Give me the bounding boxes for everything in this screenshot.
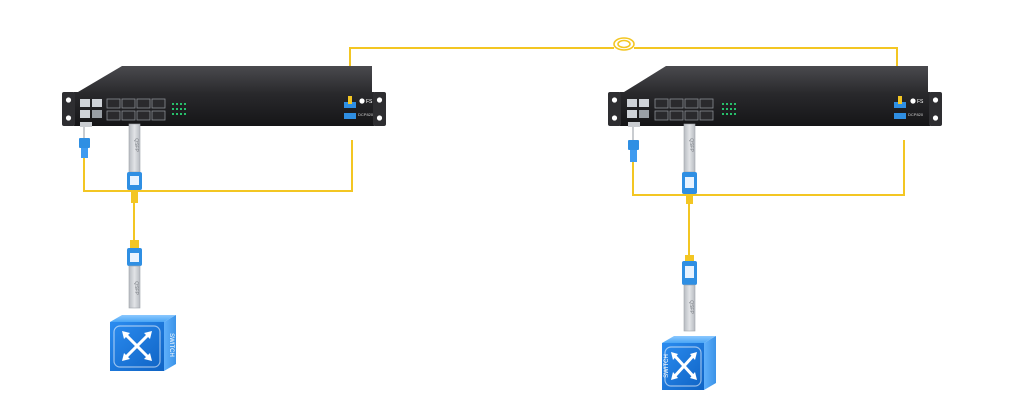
- qsfp-module-right-upper: QSFP: [682, 123, 697, 204]
- rack-ear-left: [608, 92, 621, 126]
- rack-ear-right: [373, 92, 386, 126]
- chassis-top: [624, 66, 928, 92]
- rack-ear-right: [929, 92, 942, 126]
- rj45-ports: [80, 99, 102, 118]
- qsfp-module-right-lower: QSFP: [682, 255, 697, 332]
- chassis-top: [78, 66, 372, 92]
- brand-logo-icon: [910, 98, 916, 104]
- fiber-link-right-loop: [632, 140, 905, 196]
- optical-ports-right: [344, 96, 356, 119]
- model-label: DCP820: [908, 112, 924, 117]
- status-leds: [172, 103, 186, 115]
- brand-label: FS: [917, 99, 924, 105]
- chassis-front: [620, 92, 930, 126]
- brand-logo-icon: [359, 98, 365, 104]
- qsfp-module-left-lower: QSFP: [127, 240, 142, 309]
- rack-ear-left: [62, 92, 75, 126]
- qsfp-port-cages: [654, 98, 714, 121]
- module-label: QSFP: [133, 138, 139, 152]
- network-switch-icon: SWITCH: [662, 336, 716, 390]
- switch-label: SWITCH: [168, 333, 174, 357]
- status-leds: [722, 103, 736, 115]
- lc-connector-right-a: [628, 122, 640, 162]
- rack-device-left: FS DCP820: [62, 66, 386, 126]
- qsfp-module-left-upper: QSFP: [127, 123, 142, 203]
- optical-ports-right: [894, 96, 906, 119]
- network-switch-icon: SWITCH: [110, 315, 176, 371]
- rack-device-right: FS DCP820: [608, 66, 942, 126]
- qsfp-port-cages: [106, 98, 166, 121]
- brand-label: FS: [366, 99, 373, 105]
- model-label: DCP820: [358, 112, 374, 117]
- fiber-link-left-loop: [83, 140, 353, 192]
- rj45-ports: [627, 99, 649, 118]
- module-label: QSFP: [688, 138, 694, 152]
- module-label: QSFP: [688, 300, 694, 314]
- lc-connector-left-a: [79, 122, 92, 158]
- chassis-front: [74, 92, 374, 126]
- module-label: QSFP: [133, 281, 139, 295]
- fiber-spool-icon: [613, 37, 635, 51]
- switch-label: SWITCH: [664, 354, 670, 378]
